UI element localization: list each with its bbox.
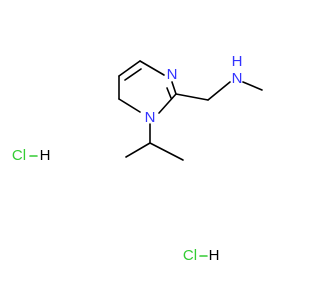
chemical-structure-diagram: N N N H Cl H Cl H [12, 53, 263, 264]
bond-nh-ch3 [242, 81, 263, 91]
bond-ch-ch3-left [125, 142, 151, 158]
imidazole-ring [118, 60, 177, 114]
hcl-salt-2: Cl H [183, 247, 220, 264]
atom-n-ring-top: N [167, 66, 178, 83]
bond-c5-n3 [139, 60, 165, 76]
bond-n3-c2-inner [166, 87, 172, 99]
chlorine-label: Cl [12, 147, 26, 164]
hydrogen-label: H [209, 247, 220, 264]
isopropyl-group [125, 123, 184, 161]
bond-c2-ch2 [175, 93, 209, 101]
bond-n1-c4 [118, 98, 141, 113]
bond-n3-c2 [171, 81, 177, 95]
bond-c5-c4 [118, 60, 141, 77]
bond-c2-n1 [158, 93, 177, 114]
methylamine-chain [175, 81, 263, 101]
bond-ch-ch3-right [149, 142, 184, 161]
chlorine-label: Cl [183, 247, 197, 264]
bond-ch2-nh [207, 81, 231, 101]
atom-h-amine: H [232, 53, 243, 70]
bond-c5-c4-inner [124, 68, 142, 81]
atom-n-amine: N [232, 70, 243, 87]
atom-n-ring-bottom: N [145, 109, 156, 126]
hcl-salt-1: Cl H [12, 147, 51, 164]
hydrogen-label: H [40, 147, 51, 164]
